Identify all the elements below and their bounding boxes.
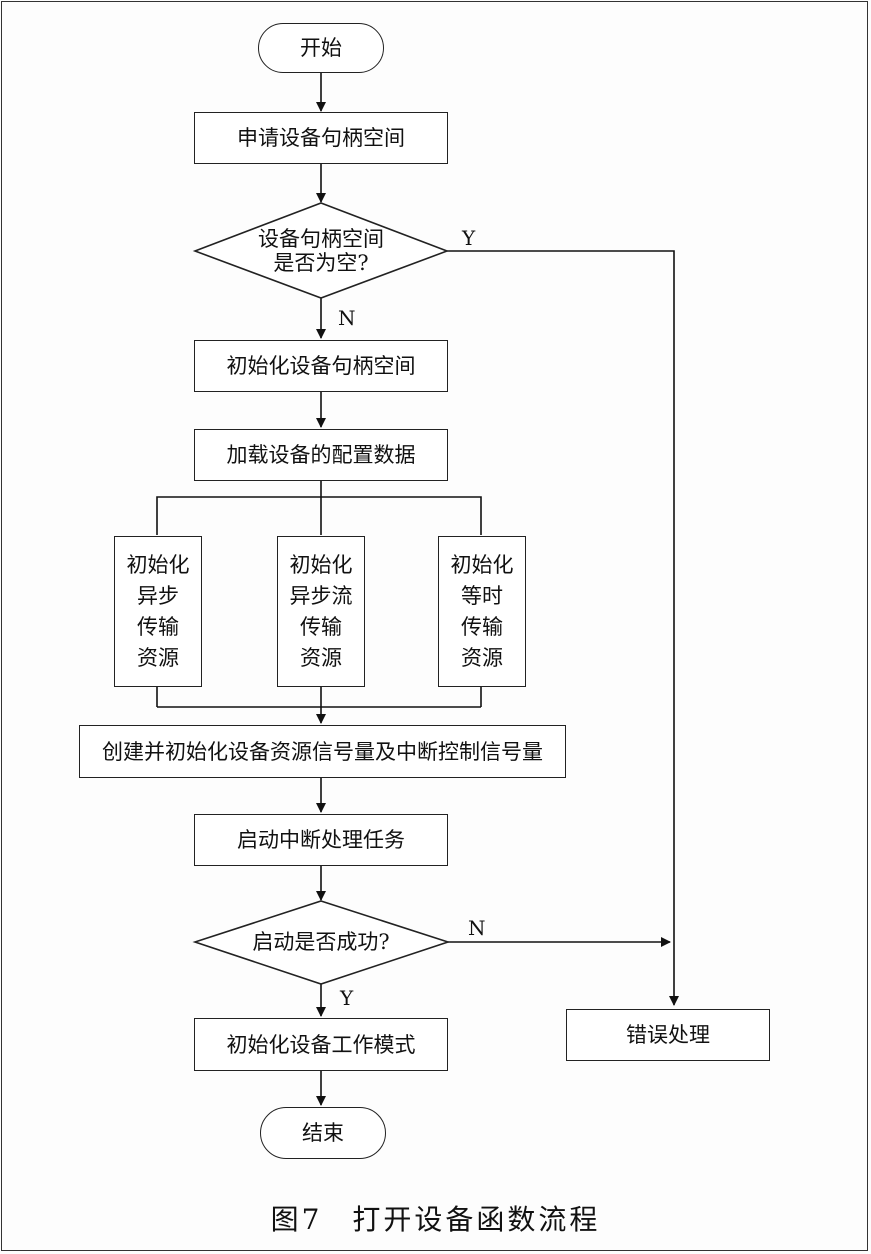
branch-async-line4: 资源 [137, 645, 179, 670]
start-label: 开始 [300, 36, 342, 60]
start-interrupt-task-box: 启动中断处理任务 [194, 814, 448, 866]
decision-start-yes-label: Y [340, 986, 354, 1010]
figure-caption: 图7 打开设备函数流程 [0, 1198, 871, 1238]
error-handling-label: 错误处理 [626, 1023, 710, 1047]
end-terminal: 结束 [260, 1107, 386, 1159]
decision-handle-text: 设备句柄空间 是否为空? [221, 227, 421, 275]
init-work-mode-box: 初始化设备工作模式 [194, 1018, 448, 1071]
start-terminal: 开始 [258, 23, 384, 73]
branch-async-stream-line1: 初始化 [289, 552, 353, 577]
branch-async-box: 初始化 异步 传输 资源 [114, 536, 202, 687]
branch-async-line1: 初始化 [126, 552, 190, 577]
figure-number: 图7 [270, 1203, 323, 1236]
decision-start-line: 启动是否成功? [252, 930, 390, 954]
branch-async-stream-line2: 异步流 [289, 583, 353, 608]
line-split-left [156, 496, 482, 535]
branch-iso-line3: 传输 [461, 614, 503, 639]
decision-handle-yes-label: Y [462, 226, 476, 250]
init-handle-label: 初始化设备句柄空间 [226, 354, 416, 378]
branch-async-stream-line4: 资源 [300, 645, 342, 670]
create-semaphores-box: 创建并初始化设备资源信号量及中断控制信号量 [79, 725, 566, 778]
decision-diamond-start [192, 900, 451, 985]
init-work-mode-label: 初始化设备工作模式 [226, 1032, 416, 1057]
init-handle-box: 初始化设备句柄空间 [194, 340, 448, 392]
branch-async-stream-line3: 传输 [300, 614, 342, 639]
decision-handle-line2: 是否为空? [273, 251, 369, 275]
figure-title: 打开设备函数流程 [352, 1203, 601, 1236]
branch-async-line3: 传输 [137, 614, 179, 639]
branch-async-stream-box: 初始化 异步流 传输 资源 [277, 536, 365, 687]
end-label: 结束 [302, 1121, 344, 1145]
decision-start-text: 启动是否成功? [221, 930, 421, 954]
error-handling-box: 错误处理 [566, 1009, 770, 1061]
decision-handle-line1: 设备句柄空间 [258, 227, 384, 251]
apply-handle-label: 申请设备句柄空间 [237, 126, 405, 150]
decision-start-no-label: N [468, 916, 486, 940]
branch-iso-box: 初始化 等时 传输 资源 [438, 536, 526, 687]
decision-handle-no-label: N [338, 306, 356, 330]
branch-async-line2: 异步 [137, 583, 179, 608]
line-y-to-error [447, 250, 679, 1006]
load-config-label: 加载设备的配置数据 [226, 443, 416, 467]
apply-handle-box: 申请设备句柄空间 [194, 112, 448, 164]
branch-iso-line4: 资源 [461, 645, 503, 670]
branch-iso-line2: 等时 [461, 583, 503, 608]
load-config-box: 加载设备的配置数据 [194, 429, 448, 481]
decision-diamond-handle [192, 202, 450, 299]
start-interrupt-task-label: 启动中断处理任务 [237, 828, 405, 852]
branch-iso-line1: 初始化 [450, 552, 514, 577]
create-semaphores-label: 创建并初始化设备资源信号量及中断控制信号量 [102, 739, 543, 764]
